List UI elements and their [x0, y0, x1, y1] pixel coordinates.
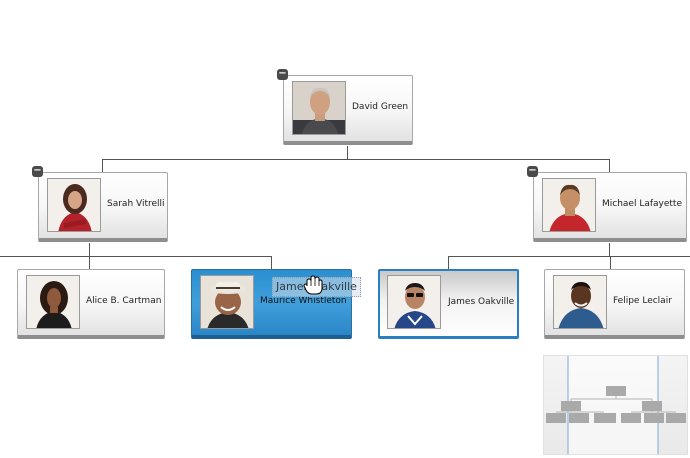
node-name: Felipe Leclair: [613, 296, 672, 306]
connector-to-alice: [89, 256, 90, 270]
connector-to-james: [448, 256, 449, 270]
collapse-toggle-sarah[interactable]: −: [32, 166, 43, 177]
person-photo: [26, 275, 80, 329]
person-photo: [387, 275, 441, 329]
connector-to-sarah: [102, 159, 103, 173]
connector-michael-down: [609, 243, 610, 257]
org-node-michael-lafayette[interactable]: Michael Lafayette: [533, 172, 687, 242]
connector-level1-horizontal: [102, 159, 610, 160]
node-name: Sarah Vitrelli: [107, 199, 165, 209]
org-node-james-oakville[interactable]: James Oakville: [378, 269, 519, 339]
connector-sarah-horizontal: [0, 256, 272, 257]
person-photo: [47, 178, 101, 232]
org-node-david-green[interactable]: David Green: [283, 75, 413, 145]
overview-minimap[interactable]: [543, 355, 688, 455]
person-photo: [200, 275, 254, 329]
node-name: David Green: [352, 102, 409, 112]
minimap-canvas: [546, 356, 686, 454]
collapse-toggle-michael[interactable]: −: [527, 166, 538, 177]
minus-icon: −: [528, 165, 537, 176]
person-photo: [542, 178, 596, 232]
node-name: Alice B. Cartman: [86, 296, 162, 306]
connector-michael-horizontal: [448, 256, 690, 257]
node-name: Maurice Whistleton: [260, 296, 347, 306]
person-photo: [292, 81, 346, 135]
collapse-toggle-david[interactable]: −: [277, 69, 288, 80]
connector-sarah-down: [89, 243, 90, 257]
org-node-felipe-leclair[interactable]: Felipe Leclair: [544, 269, 685, 339]
connector-to-maurice: [271, 256, 272, 270]
node-name: James Oakville: [448, 297, 515, 307]
connector-root-down: [347, 146, 348, 159]
grab-hand-icon: [303, 274, 323, 300]
node-name: Michael Lafayette: [602, 199, 683, 209]
connector-to-felipe: [610, 256, 611, 270]
minus-icon: −: [33, 165, 42, 176]
org-node-sarah-vitrelli[interactable]: Sarah Vitrelli: [38, 172, 168, 242]
org-node-alice-cartman[interactable]: Alice B. Cartman: [17, 269, 165, 339]
connector-to-michael: [609, 159, 610, 173]
person-photo: [553, 275, 607, 329]
minus-icon: −: [278, 68, 287, 79]
